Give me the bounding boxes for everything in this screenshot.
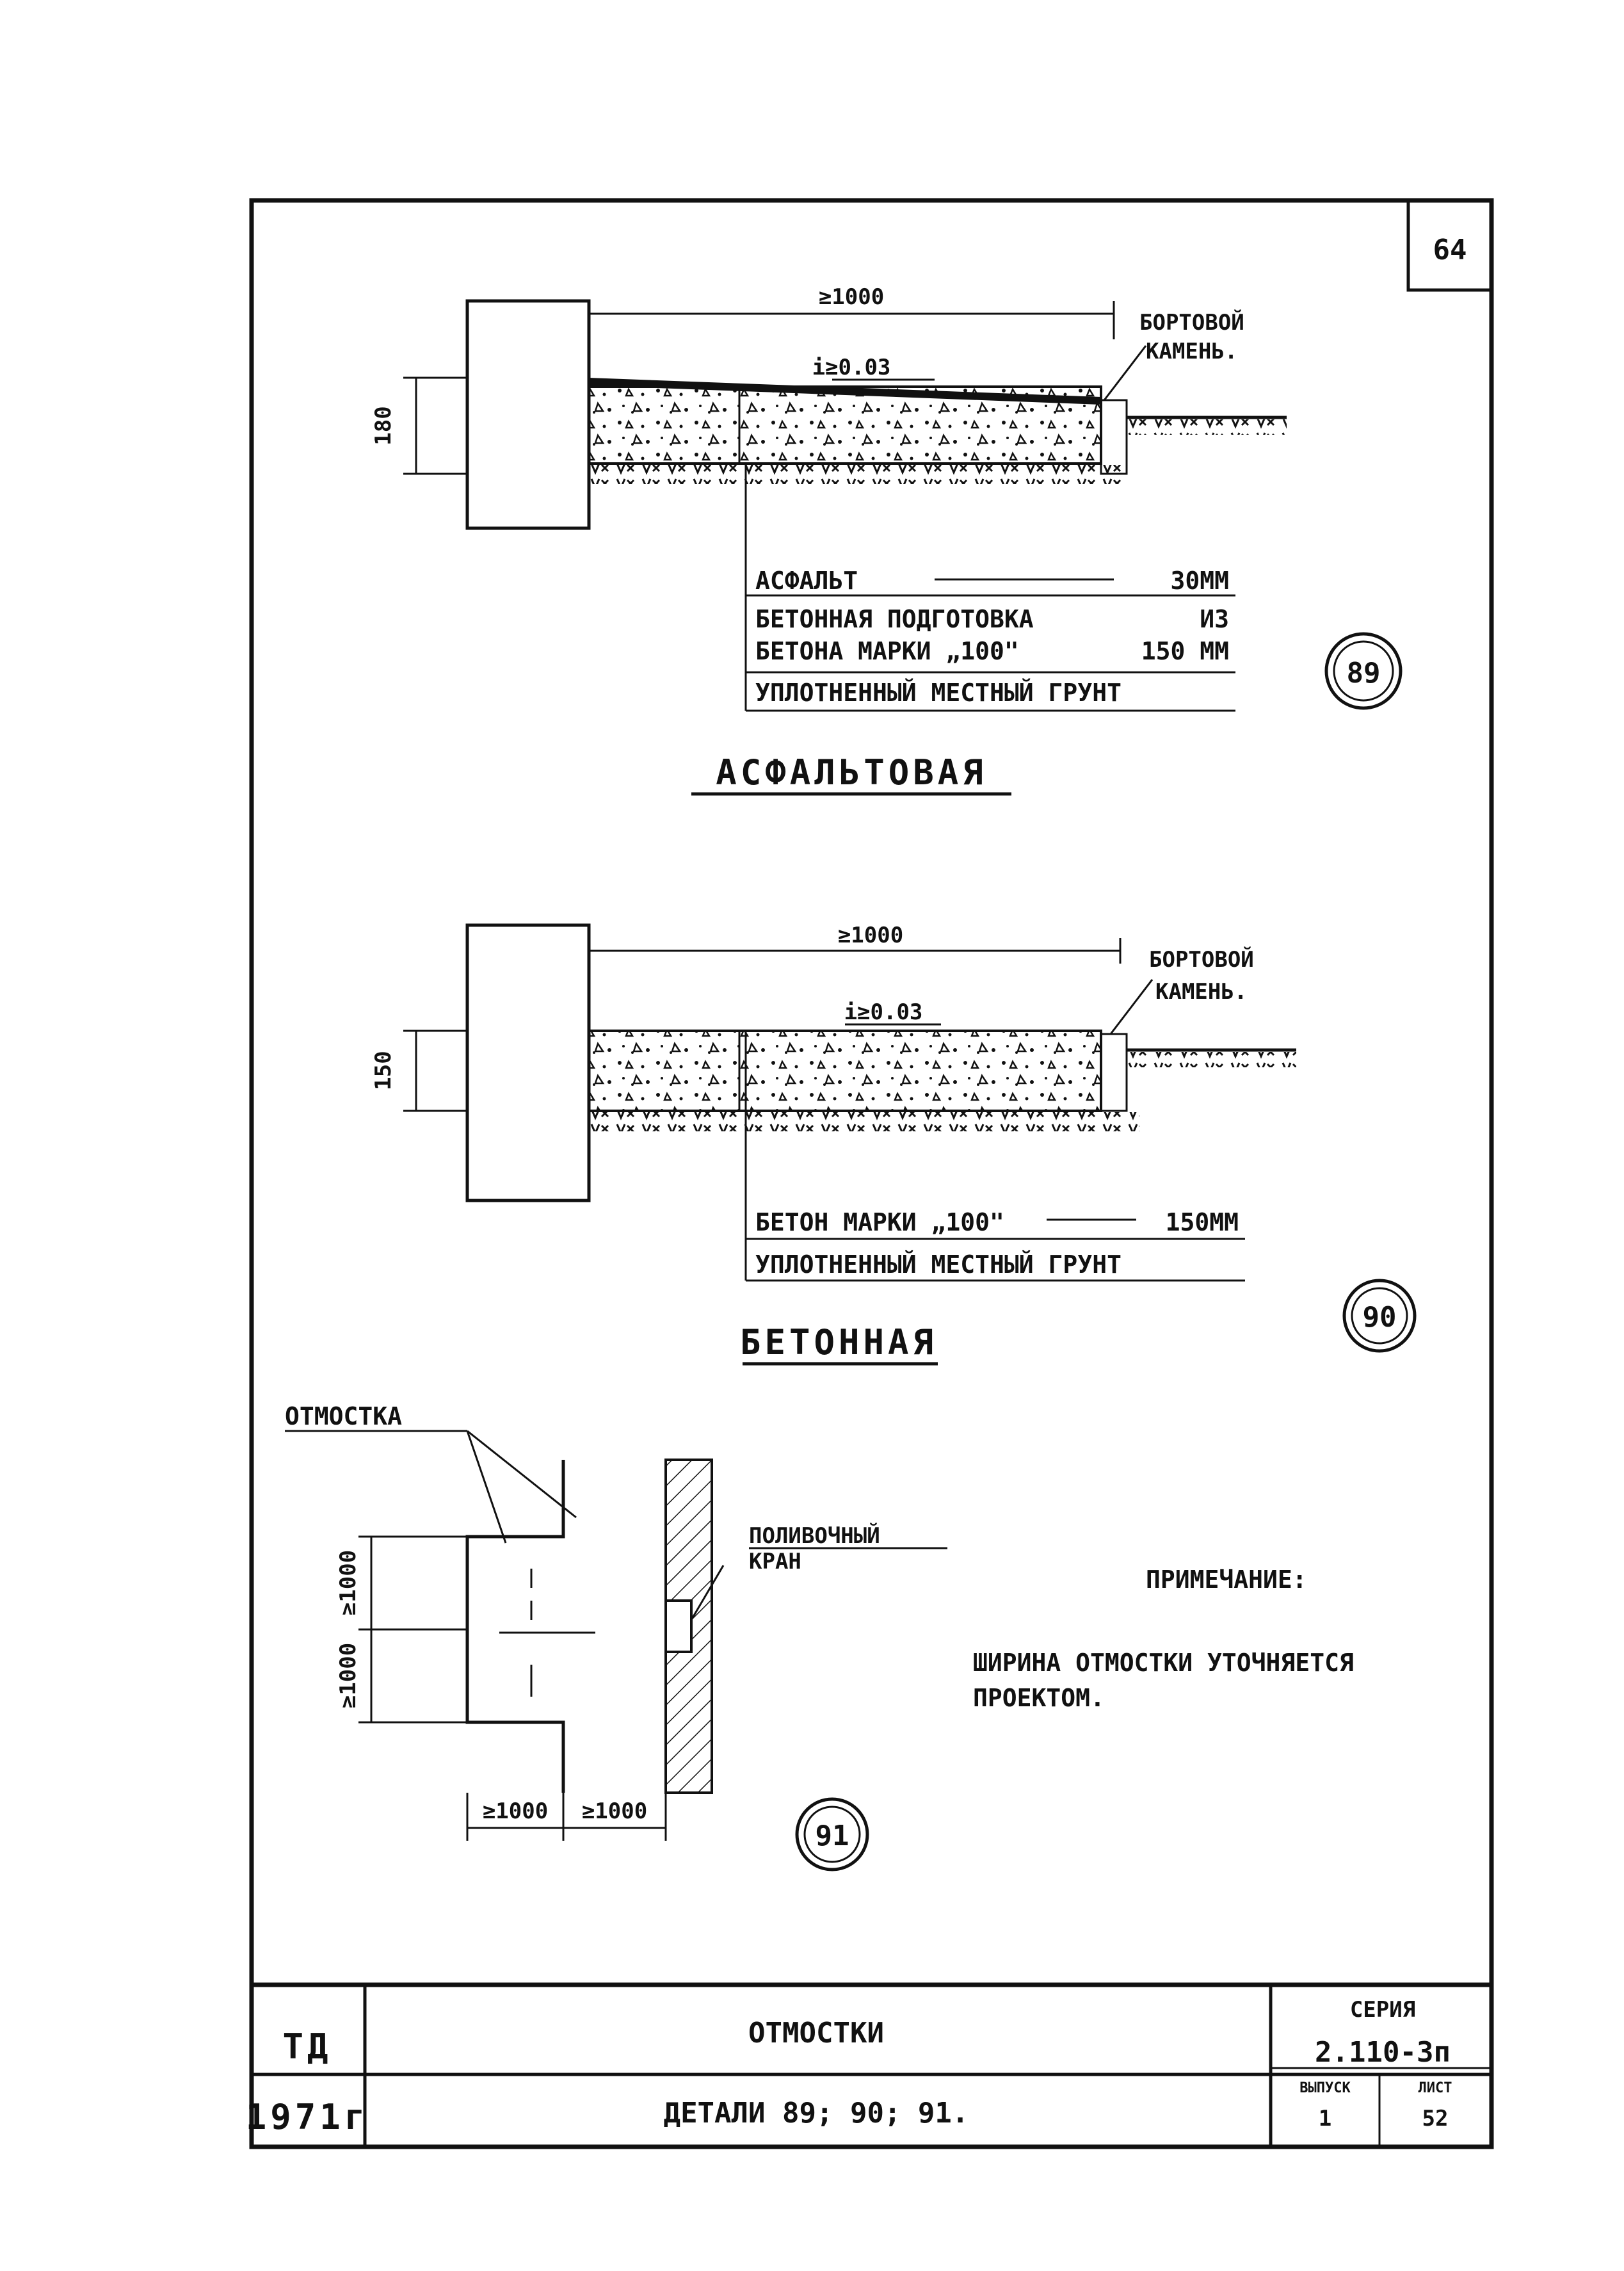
otmostka-outline [465, 1460, 565, 1793]
title-block: ТД 1971г ОТМОСТКИ ДЕТАЛИ 89; 90; 91. СЕР… [246, 1982, 1491, 2147]
curb-stone [1100, 1033, 1128, 1112]
detail-caption: АСФАЛЬТОВАЯ [716, 752, 987, 793]
dim-height: 180 [371, 406, 396, 445]
layer-2-line1-name: БЕТОННАЯ ПОДГОТОВКА [755, 605, 1034, 633]
curb-stone [1100, 399, 1128, 475]
detail-number: 90 [1363, 1301, 1397, 1334]
page-number-box [1406, 198, 1493, 292]
layer-1-value: 150ММ [1166, 1208, 1239, 1236]
label-tap-2: КРАН [749, 1549, 801, 1574]
ground-layer [589, 465, 1127, 484]
frame-border [249, 198, 1494, 2149]
note-line-1: ШИРИНА ОТМОСТКИ УТОЧНЯЕТСЯ [973, 1649, 1354, 1677]
drawing-details: ДЕТАЛИ 89; 90; 91. [664, 2097, 969, 2130]
drawing-name: ОТМОСТКИ [748, 2017, 884, 2049]
curb-label-2: КАМЕНЬ. [1146, 339, 1237, 364]
sheet-label: ЛИСТ [1419, 2080, 1452, 2096]
layer-1-name: БЕТОН МАРКИ „100" [755, 1208, 1004, 1236]
issue-label: ВЫПУСК [1299, 2080, 1351, 2096]
label-otmostka: ОТМОСТКА [285, 1402, 402, 1430]
detail-caption: БЕТОННАЯ [740, 1322, 937, 1362]
org: ТД [282, 2026, 332, 2067]
wall-section [465, 923, 591, 1202]
concrete-layer [588, 385, 1102, 465]
dim-v2: ≥1000 [335, 1643, 361, 1708]
issue-value: 1 [1319, 2106, 1331, 2131]
curb-label-2: КАМЕНЬ. [1155, 979, 1247, 1005]
detail-number: 91 [816, 1820, 849, 1852]
series-label: СЕРИЯ [1350, 1997, 1415, 2023]
sheet-frame: 64 [249, 198, 1494, 2149]
detail-number-circle [1342, 1279, 1417, 1353]
layer-2-name: УПЛОТНЕННЫЙ МЕСТНЫЙ ГРУНТ [755, 1250, 1122, 1279]
wall-section [465, 299, 591, 530]
detail-number: 89 [1347, 657, 1381, 690]
series-value: 2.110-3п [1315, 2036, 1451, 2069]
dim-height: 150 [371, 1051, 396, 1090]
detail-89: 180 ≥1000 i≥0.03 БОРТОВОЙ КАМЕНЬ. АСФАЛЬ… [371, 284, 1403, 796]
dim-h2: ≥1000 [582, 1798, 647, 1824]
note-title: ПРИМЕЧАНИЕ: [1146, 1565, 1307, 1594]
detail-number-circle [1324, 632, 1403, 710]
year: 1971г [246, 2097, 369, 2137]
concrete-layer [588, 1030, 1102, 1112]
detail-91: ОТМОСТКА ПОЛИВОЧНЫЙ КРАН ≥1000 ≥1000 ≥10… [285, 1402, 947, 1871]
layer-2-line2-value: 150 ММ [1141, 637, 1229, 665]
page-number: 64 [1433, 234, 1467, 266]
slope-label: i≥0.03 [812, 355, 891, 380]
curb-label-1: БОРТОВОЙ [1149, 946, 1254, 973]
note: ПРИМЕЧАНИЕ: ШИРИНА ОТМОСТКИ УТОЧНЯЕТСЯ П… [973, 1565, 1354, 1712]
layer-3-name: УПЛОТНЕННЫЙ МЕСТНЫЙ ГРУНТ [755, 679, 1122, 707]
dim-v1: ≥1000 [335, 1550, 361, 1615]
layer-2-line2-name: БЕТОНА МАРКИ „100" [755, 637, 1019, 665]
detail-number-circle [795, 1797, 869, 1871]
dim-width: ≥1000 [838, 923, 903, 948]
note-line-2: ПРОЕКТОМ. [973, 1684, 1105, 1712]
sheet-value: 52 [1422, 2106, 1449, 2131]
ground-layer [589, 1112, 1139, 1131]
layer-1-name: АСФАЛЬТ [755, 567, 858, 595]
curb-label-1: БОРТОВОЙ [1139, 309, 1244, 335]
tap-symbol [664, 1599, 693, 1653]
dim-width: ≥1000 [819, 284, 884, 310]
slope-label: i≥0.03 [844, 999, 923, 1025]
detail-90: 150 ≥1000 i≥0.03 БОРТОВОЙ КАМЕНЬ. БЕТОН … [371, 923, 1417, 1366]
label-tap-1: ПОЛИВОЧНЫЙ [749, 1523, 880, 1549]
layer-1-value: 30ММ [1170, 567, 1229, 595]
layer-2-line1-value: ИЗ [1200, 605, 1229, 633]
dim-h1: ≥1000 [483, 1798, 548, 1824]
